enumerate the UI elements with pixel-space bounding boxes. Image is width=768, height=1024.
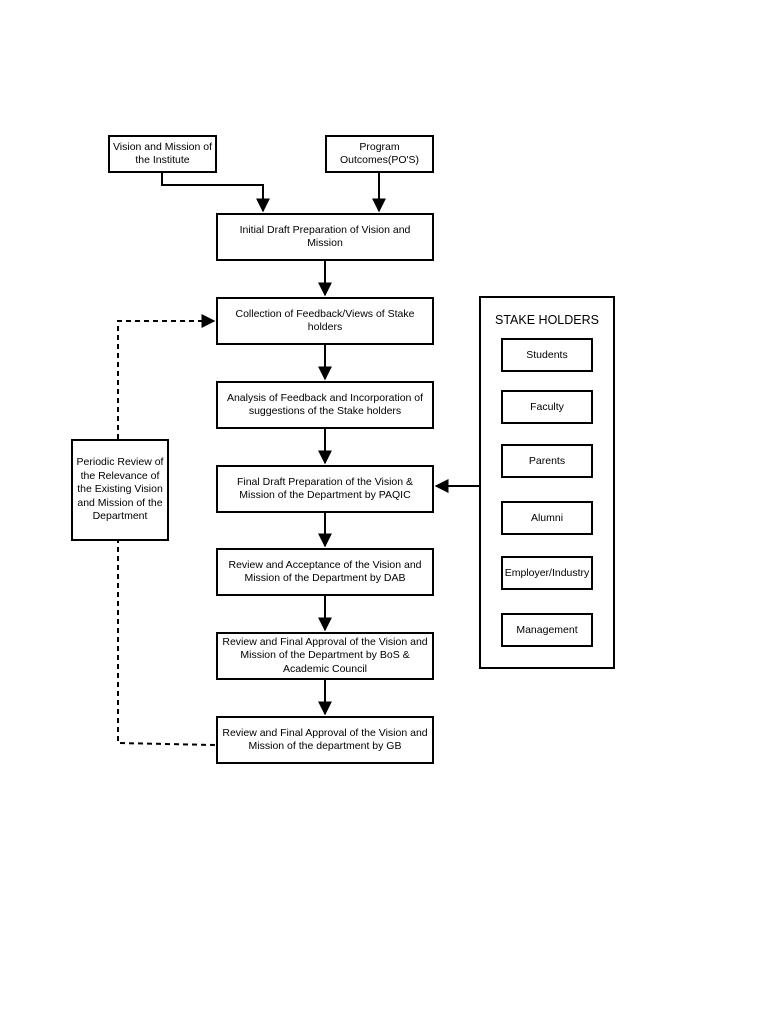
review-bos-box: Review and Final Approval of the Vision … <box>216 632 434 680</box>
arrow-vision-to-initial <box>161 172 270 213</box>
dashed-periodic-to-collection <box>117 314 216 439</box>
review-gb-box: Review and Final Approval of the Vision … <box>216 716 434 764</box>
stakeholder-employer: Employer/Industry <box>501 556 593 590</box>
stakeholders-title: STAKE HOLDERS <box>495 313 599 327</box>
dashed-gb-to-periodic <box>117 540 216 746</box>
initial-draft-box: Initial Draft Preparation of Vision and … <box>216 213 434 261</box>
review-dab-box: Review and Acceptance of the Vision and … <box>216 548 434 596</box>
stakeholder-alumni: Alumni <box>501 501 593 535</box>
final-draft-box: Final Draft Preparation of the Vision & … <box>216 465 434 513</box>
stakeholder-students: Students <box>501 338 593 372</box>
stakeholders-panel: STAKE HOLDERS Students Faculty Parents A… <box>479 296 615 669</box>
collection-feedback-box: Collection of Feedback/Views of Stake ho… <box>216 297 434 345</box>
program-outcomes-box: Program Outcomes(PO'S) <box>325 135 434 173</box>
vision-institute-box: Vision and Mission of the Institute <box>108 135 217 173</box>
stakeholder-management: Management <box>501 613 593 647</box>
stakeholder-faculty: Faculty <box>501 390 593 424</box>
stakeholder-parents: Parents <box>501 444 593 478</box>
periodic-review-box: Periodic Review of the Relevance of the … <box>71 439 169 541</box>
analysis-feedback-box: Analysis of Feedback and Incorporation o… <box>216 381 434 429</box>
